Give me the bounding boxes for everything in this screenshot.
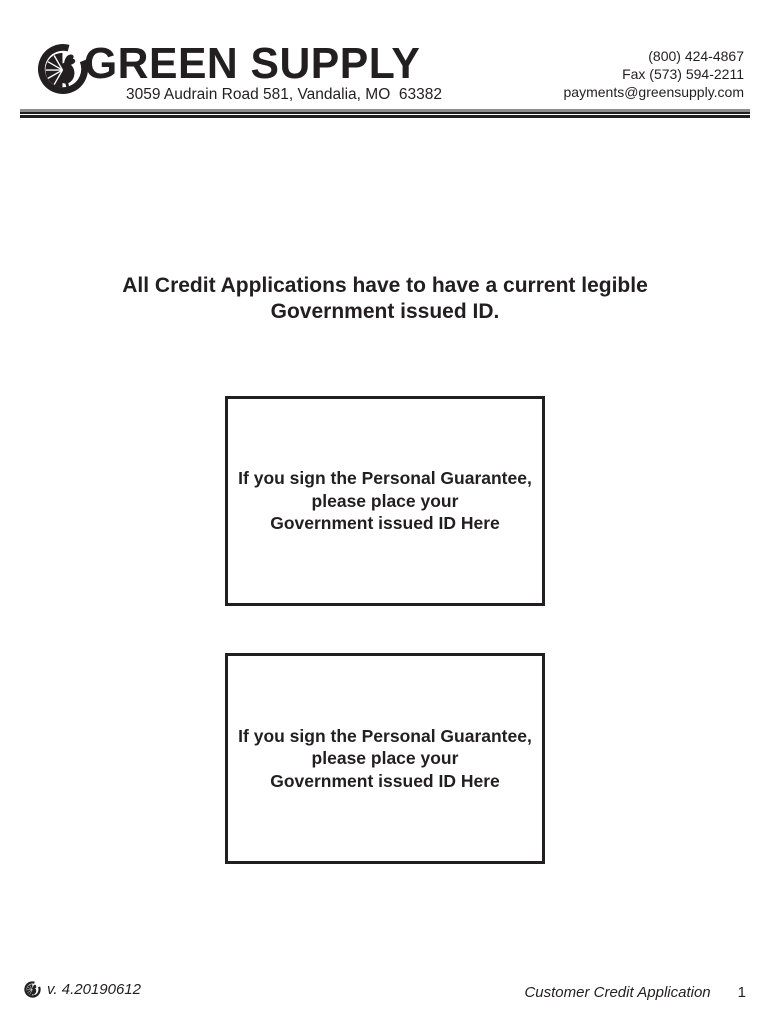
fax-number: Fax (573) 594-2211 (622, 66, 744, 82)
credit-application-notice: All Credit Applications have to have a c… (0, 273, 770, 325)
rule-gap (20, 114, 750, 115)
phone-number: (800) 424-4867 (648, 48, 744, 64)
green-supply-turkey-logo-small-icon (24, 981, 41, 998)
company-address: 3059 Audrain Road 581, Vandalia, MO 6338… (126, 86, 442, 103)
id-box-2-line-3: Government issued ID Here (270, 770, 500, 791)
notice-line-2: Government issued ID. (270, 300, 500, 323)
header-divider-rule (20, 109, 750, 118)
rule-gray-line (20, 109, 750, 112)
id-box-1-line-3: Government issued ID Here (270, 513, 500, 534)
notice-line-1: All Credit Applications have to have a c… (122, 274, 648, 297)
footer-version-area: v. 4.20190612 (24, 981, 141, 998)
footer-title-area: Customer Credit Application 1 (524, 984, 746, 1002)
id-box-2-line-1: If you sign the Personal Guarantee, (238, 725, 532, 746)
id-placement-box-2: If you sign the Personal Guarantee, plea… (225, 653, 545, 864)
payments-email: payments@greensupply.com (563, 84, 744, 100)
page-number: 1 (737, 984, 746, 1001)
company-name: GREEN SUPPLY (84, 39, 421, 88)
document-version: v. 4.20190612 (47, 981, 141, 998)
document-title: Customer Credit Application (524, 984, 711, 1001)
id-box-1-line-2: please place your (311, 490, 459, 511)
rule-black-line-1 (20, 111, 750, 114)
contact-block: (800) 424-4867 Fax (573) 594-2211 paymen… (564, 47, 744, 101)
id-box-1-line-1: If you sign the Personal Guarantee, (238, 468, 532, 489)
id-box-2-line-2: please place your (311, 748, 459, 769)
rule-black-line-2 (20, 115, 750, 118)
green-supply-turkey-logo-icon (38, 44, 88, 94)
id-placement-box-1: If you sign the Personal Guarantee, plea… (225, 396, 545, 606)
